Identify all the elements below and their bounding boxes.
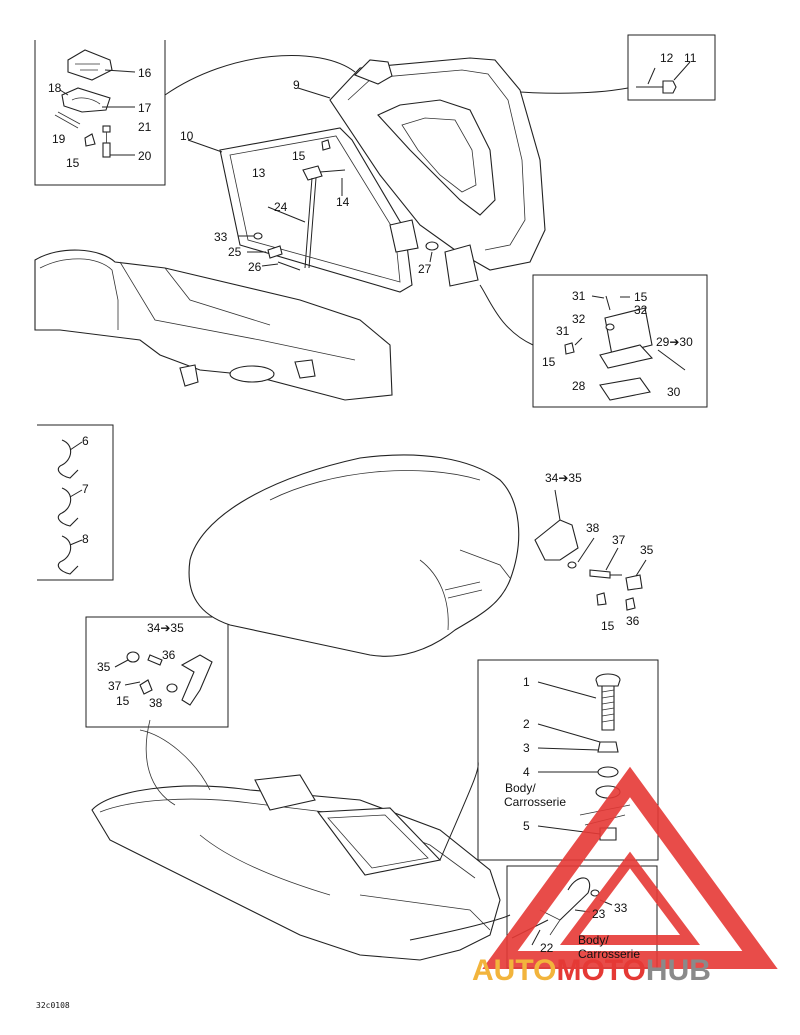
callout-8: 8 [82, 532, 89, 546]
callout-22: 22 [540, 941, 554, 955]
strap-clips [57, 439, 83, 575]
drawing-code: 32c0108 [36, 1001, 70, 1010]
callout-36: 36 [626, 614, 640, 628]
body-label-line1: Body/ [578, 933, 609, 947]
callout-25: 25 [228, 245, 242, 259]
callout-32: 32 [572, 312, 586, 326]
callout-37: 37 [612, 533, 626, 547]
callout-23: 23 [592, 907, 606, 921]
callout-38: 38 [586, 521, 600, 535]
callout-11: 11 [684, 51, 697, 65]
callout-33: 33 [614, 901, 628, 915]
callout-9: 9 [293, 78, 300, 92]
callout-13: 13 [252, 166, 266, 180]
callout-10: 10 [180, 129, 194, 143]
callout-24: 24 [274, 200, 288, 214]
detail-box-hinge [532, 274, 708, 408]
callout-28: 28 [572, 379, 586, 393]
fastener-assembly [636, 61, 691, 94]
body-label-line2: Carrosserie [504, 795, 566, 809]
seat-latch-detail [114, 651, 213, 706]
callout-27: 27 [418, 262, 432, 276]
callout-35: 35 [97, 660, 111, 674]
callout-38: 38 [149, 696, 163, 710]
seat [188, 454, 520, 657]
callout-6: 6 [82, 434, 89, 448]
callout-20: 20 [138, 149, 152, 163]
hull [91, 719, 511, 961]
callout-1: 1 [523, 675, 530, 689]
body-label-line1: Body/ [505, 781, 536, 795]
detail-box-bumper [477, 659, 659, 861]
callout-15: 15 [116, 694, 130, 708]
callout-15: 15 [601, 619, 615, 633]
storage-lid [297, 57, 546, 271]
watermark-moto: MOTO [556, 954, 645, 987]
callout-3: 3 [523, 741, 530, 755]
watermark-auto: AUTO [472, 954, 556, 987]
callout-19: 19 [52, 132, 66, 146]
callout-16: 16 [138, 66, 152, 80]
callout-18: 18 [48, 81, 62, 95]
callout-12: 12 [660, 51, 674, 65]
watermark-text: AUTOMOTOHUB [472, 954, 711, 987]
callout-17: 17 [138, 101, 152, 115]
callout-30: 30 [667, 385, 681, 399]
watermark-hub: HUB [646, 954, 711, 987]
callout-31: 31 [556, 324, 570, 338]
callout-32: 32 [634, 303, 648, 317]
seat-latch-assembly [534, 489, 647, 611]
svg-text:AUTOMOTOHUB: AUTOMOTOHUB [472, 954, 711, 987]
callout-labels: 16 18 17 21 19 20 15 9 12 11 10 15 13 14… [36, 51, 697, 1010]
callout-26: 26 [248, 260, 262, 274]
lid-small-parts [238, 232, 301, 271]
callout-36: 36 [162, 648, 176, 662]
callout-15: 15 [66, 156, 80, 170]
callout-15: 15 [634, 290, 648, 304]
callout-31: 31 [572, 289, 586, 303]
callout-7: 7 [82, 482, 89, 496]
callout-35: 35 [640, 543, 654, 557]
detail-box-latch [34, 40, 166, 186]
callout-37: 37 [108, 679, 122, 693]
latch-leaders [59, 69, 136, 156]
callout-5: 5 [523, 819, 530, 833]
deck-section [34, 249, 393, 401]
callout-15: 15 [542, 355, 556, 369]
callout-29-30: 29➔30 [656, 335, 693, 349]
watermark-logo [482, 766, 778, 969]
callout-33: 33 [214, 230, 228, 244]
callout-4: 4 [523, 765, 530, 779]
callout-21: 21 [138, 120, 152, 134]
body-label-line2: Carrosserie [578, 947, 640, 961]
callout-34-35: 34➔35 [545, 471, 582, 485]
callout-15: 15 [292, 149, 306, 163]
lid-strut [267, 139, 346, 269]
detail-box-seat-latch [85, 616, 229, 728]
callout-2: 2 [523, 717, 530, 731]
callout-14: 14 [336, 195, 350, 209]
callout-34-35: 34➔35 [147, 621, 184, 635]
detail-box-fastener [627, 34, 716, 101]
hinge-assembly [564, 295, 686, 401]
lid-hinges [389, 219, 479, 287]
detail-box-straps [37, 424, 114, 581]
